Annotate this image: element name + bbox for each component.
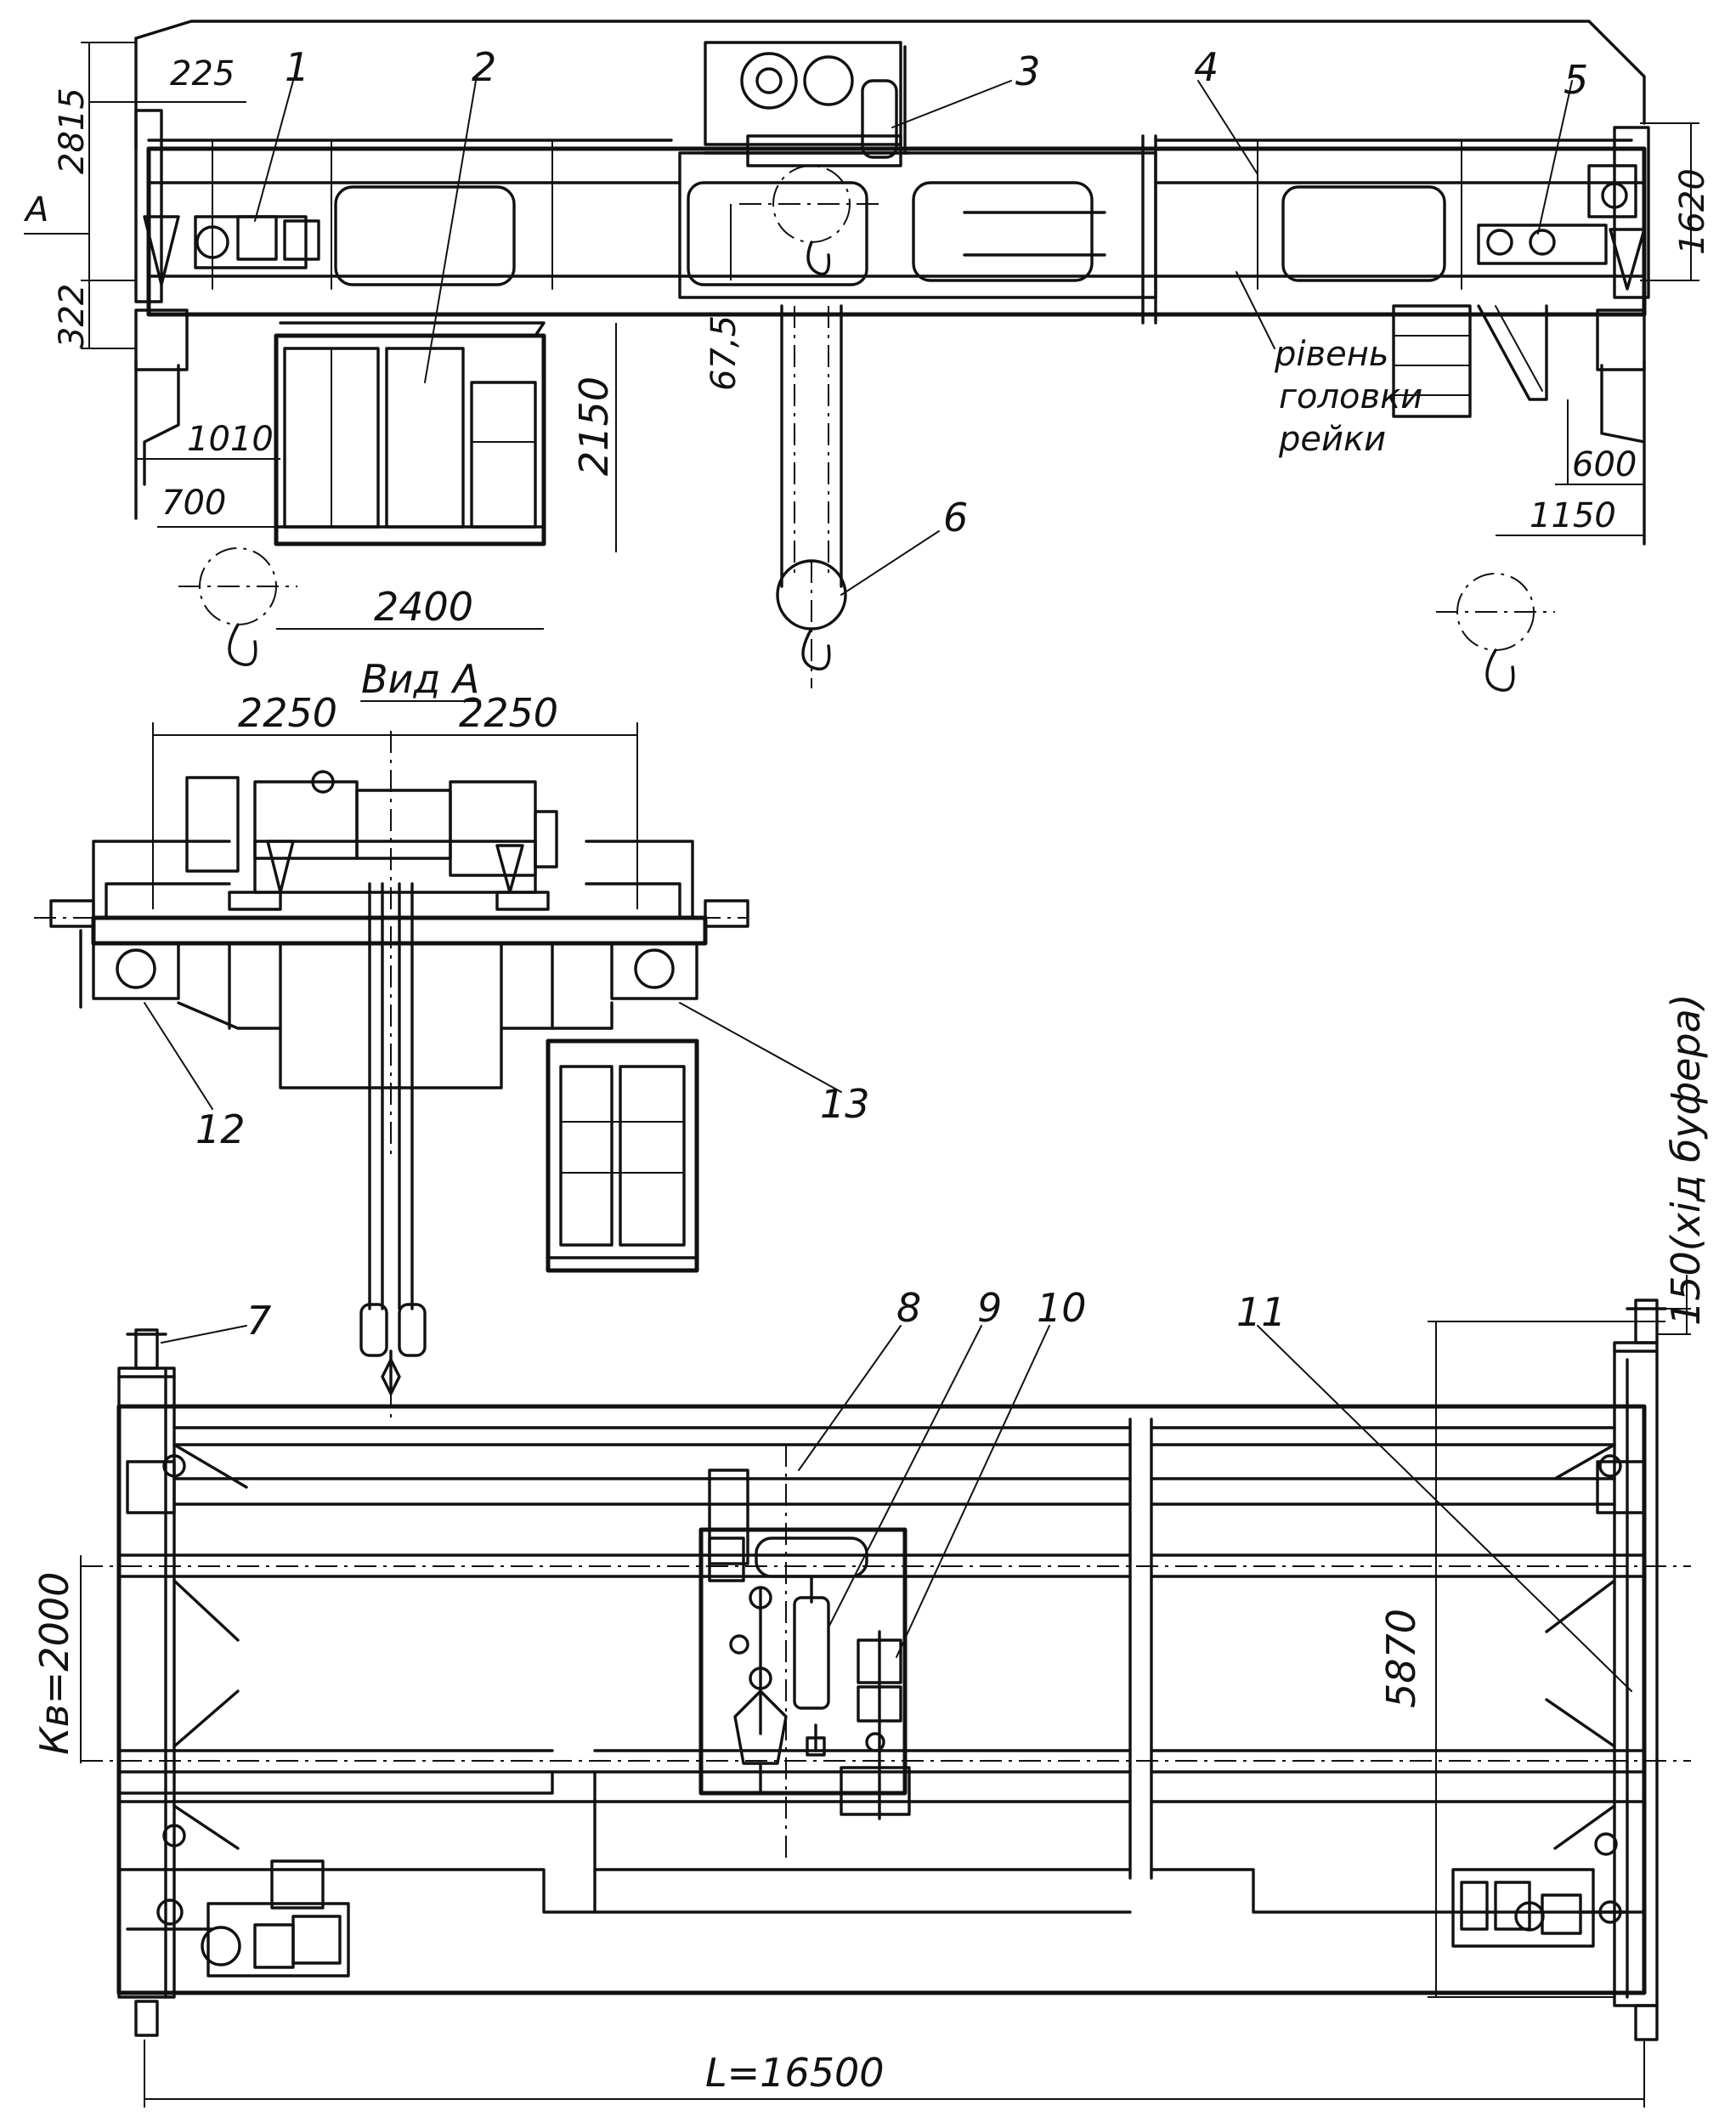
view-marker: А <box>23 190 48 229</box>
callout-7: 7 <box>246 1298 271 1344</box>
dim-600: 600 <box>1572 445 1637 484</box>
dim-5870: 5870 <box>1378 1609 1424 1708</box>
callout-11: 11 <box>1236 1289 1286 1335</box>
dim-2150: 2150 <box>571 376 617 476</box>
rail-level-line-3: рейки <box>1278 420 1386 459</box>
dim-700: 700 <box>161 484 226 523</box>
rail-level-line-2: головки <box>1279 377 1422 416</box>
rail-level-line-1: рівень <box>1274 335 1388 374</box>
view-a-title: Вид А <box>361 656 479 702</box>
side-view-a <box>34 722 842 1419</box>
dim-2400: 2400 <box>374 584 473 630</box>
front-elevation-dims: 225 2815 322 1010 700 2400 2150 67,5 162… <box>23 54 1712 630</box>
dim-1620: 1620 <box>1673 168 1712 255</box>
dim-2815: 2815 <box>53 88 92 174</box>
dim-225: 225 <box>170 54 235 93</box>
callout-5: 5 <box>1564 57 1588 103</box>
callout-13: 13 <box>820 1081 870 1127</box>
dim-1150: 1150 <box>1530 496 1616 535</box>
dim-kv-2000: Кв=2000 <box>31 1572 77 1755</box>
dim-2250-left: 2250 <box>238 690 337 736</box>
callout-4: 4 <box>1194 44 1219 90</box>
callout-8: 8 <box>896 1285 921 1331</box>
dim-2250-right: 2250 <box>459 690 558 736</box>
callout-9: 9 <box>977 1285 1002 1331</box>
dim-span-l: L=16500 <box>705 2050 885 2096</box>
callout-2: 2 <box>472 44 496 90</box>
dim-1010: 1010 <box>187 420 274 459</box>
dim-322: 322 <box>53 284 92 348</box>
side-view-text: Вид А 2250 2250 <box>238 656 558 736</box>
plan-view-dims: 150(хід буфера) 5870 Кв=2000 L=16500 <box>31 993 1709 2096</box>
dim-150-buffer-travel: 150(хід буфера) <box>1663 993 1709 1326</box>
front-elevation <box>24 20 1699 692</box>
callout-1: 1 <box>285 44 309 90</box>
callout-12: 12 <box>195 1106 246 1152</box>
callout-10: 10 <box>1037 1285 1087 1331</box>
callout-6: 6 <box>943 495 968 540</box>
callout-3: 3 <box>1015 48 1040 94</box>
dim-67-5: 67,5 <box>704 315 744 391</box>
callout-numbers: 1 2 3 4 5 6 7 8 9 10 11 12 13 <box>195 44 1588 1344</box>
plan-view <box>80 1275 1691 2108</box>
